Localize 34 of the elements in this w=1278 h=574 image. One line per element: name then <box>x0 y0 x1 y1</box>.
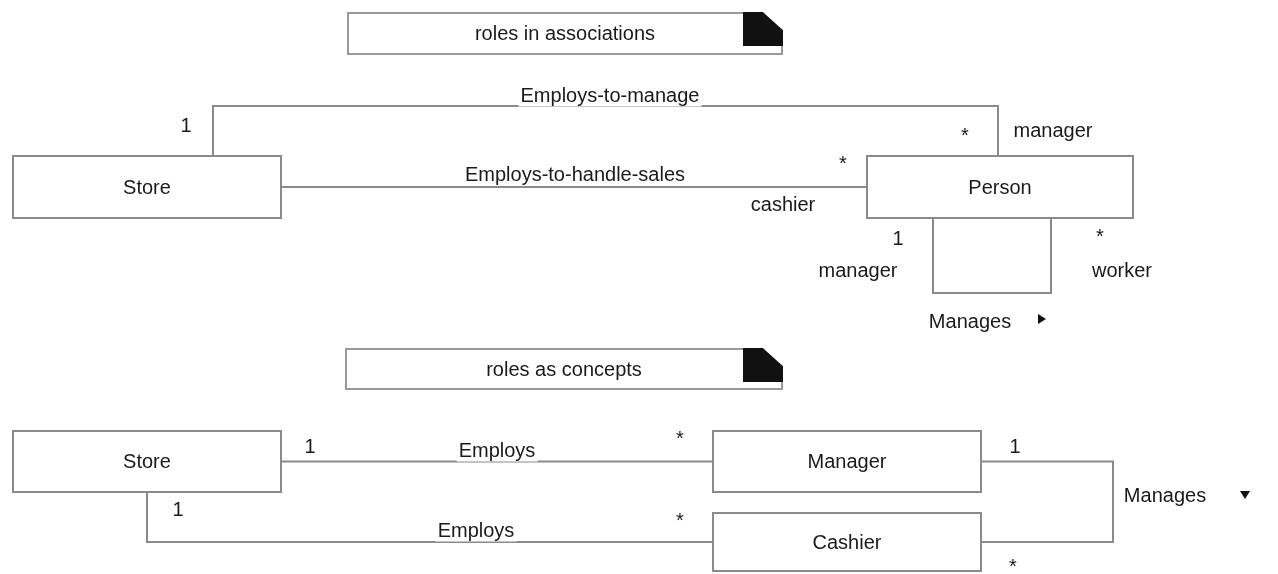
multiplicity: 1 <box>892 226 904 250</box>
multiplicity: 1 <box>180 113 192 137</box>
role-name: worker <box>1092 258 1152 282</box>
note-box <box>347 12 783 55</box>
multiplicity: 1 <box>172 497 184 521</box>
note-text: roles in associations <box>474 22 656 45</box>
class-box <box>712 512 982 572</box>
class-name: Store <box>123 450 171 473</box>
class-box <box>12 155 282 219</box>
association-line <box>146 492 713 543</box>
class-name: Manager <box>807 450 887 473</box>
note-text: roles as concepts <box>486 357 642 381</box>
multiplicity: * <box>961 123 969 147</box>
class-box <box>712 430 982 493</box>
multiplicity: * <box>676 508 684 532</box>
multiplicity: * <box>839 151 847 175</box>
association-line <box>981 460 1114 543</box>
class-box <box>866 155 1134 219</box>
association-line <box>932 218 1052 294</box>
role-name: manager <box>818 258 898 282</box>
class-box <box>12 430 282 493</box>
association-line <box>281 186 867 188</box>
multiplicity: * <box>1009 554 1017 574</box>
association-line <box>281 460 713 463</box>
class-name: Cashier <box>812 530 882 554</box>
class-name: Store <box>123 175 171 199</box>
multiplicity: * <box>676 426 684 450</box>
multiplicity: 1 <box>304 434 316 458</box>
multiplicity: * <box>1096 224 1104 248</box>
note-box <box>345 348 783 390</box>
multiplicity: 1 <box>1009 434 1021 458</box>
role-name: manager <box>1013 118 1093 142</box>
role-name: cashier <box>750 192 816 216</box>
class-name: Person <box>968 175 1032 199</box>
